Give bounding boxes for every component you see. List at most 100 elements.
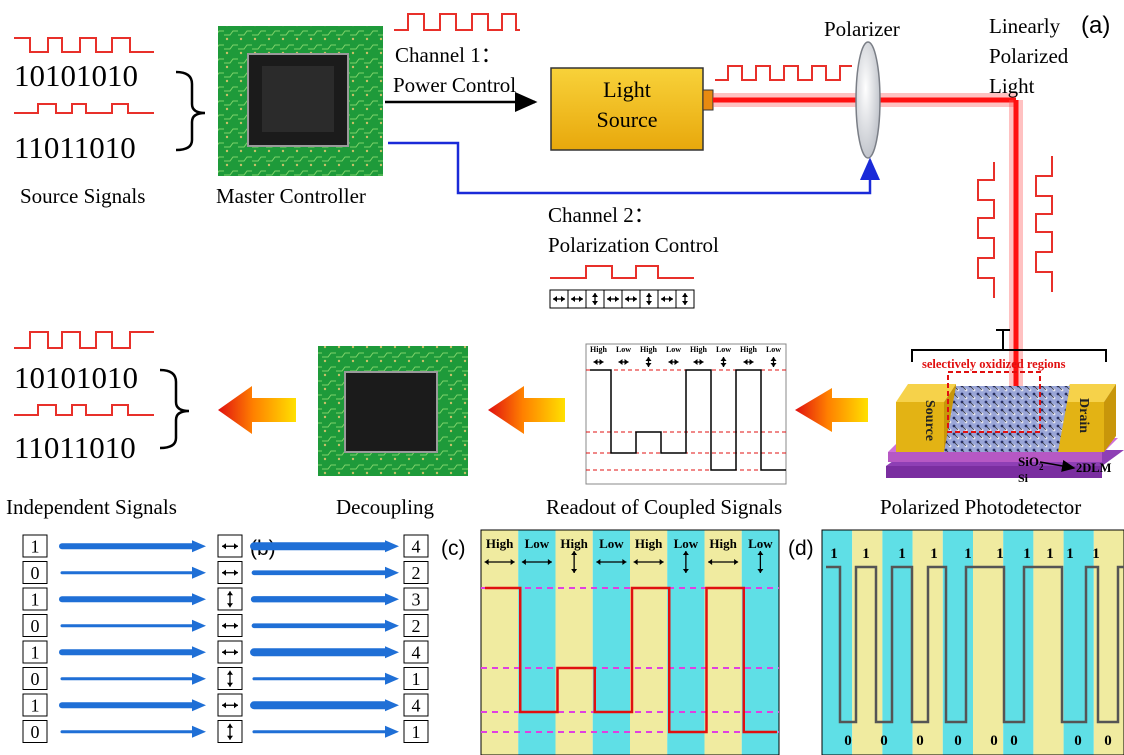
polarized-light-label-1: Linearly bbox=[989, 14, 1061, 38]
input-bit: 0 bbox=[31, 563, 40, 583]
input-bit: 1 bbox=[31, 695, 40, 715]
panel-c-column bbox=[630, 530, 668, 755]
channel2-pol-horizontal-icon bbox=[661, 296, 673, 302]
sio2-label: SiO bbox=[1018, 454, 1039, 469]
polarization-vertical-icon bbox=[227, 670, 233, 687]
polarized-light-label-2: Polarized bbox=[989, 44, 1069, 68]
output-level-box bbox=[403, 640, 429, 664]
polarization-vertical-icon bbox=[227, 723, 233, 740]
polarized-light-label-3: Light bbox=[989, 74, 1035, 98]
panel-c-pol-horizontal-icon bbox=[708, 559, 739, 565]
decoded-one: 1 bbox=[930, 546, 938, 562]
decoded-zero: 0 bbox=[880, 733, 888, 749]
readout-pol-icon bbox=[593, 359, 604, 365]
state-label: Low bbox=[748, 536, 773, 551]
panel-c-column bbox=[481, 530, 519, 755]
readout-state-label: High bbox=[740, 345, 757, 354]
flow-arrow-3 bbox=[218, 386, 296, 434]
cpu-chip-icon-2 bbox=[344, 371, 438, 453]
output-level-box bbox=[403, 561, 429, 584]
input-bit-box bbox=[22, 693, 48, 717]
panel-c-label: (c) bbox=[441, 537, 466, 560]
source-waveform-2 bbox=[14, 103, 154, 114]
input-bit: 1 bbox=[31, 536, 40, 556]
input-bit: 1 bbox=[31, 589, 40, 609]
readout-pol-icon bbox=[720, 357, 727, 367]
channel1-title: Channel 1： bbox=[395, 43, 502, 67]
readout-pol-icon bbox=[693, 359, 704, 365]
panel-c-pol-vertical-icon bbox=[571, 551, 578, 573]
oxidized-regions-label: selectively oxidized regions bbox=[922, 357, 1066, 371]
output-level: 1 bbox=[412, 722, 421, 742]
readout-pol-icon bbox=[743, 359, 754, 365]
output-level-box bbox=[403, 534, 429, 558]
channel2-pol-vertical-icon bbox=[646, 293, 652, 305]
input-bit-box bbox=[22, 720, 48, 743]
input-bit: 0 bbox=[31, 616, 40, 636]
decoupling-caption: Decoupling bbox=[336, 495, 434, 519]
output-level: 2 bbox=[412, 616, 421, 636]
output-level-box bbox=[403, 720, 429, 743]
state-label: Low bbox=[525, 536, 550, 551]
flow-arrow-2 bbox=[488, 386, 565, 434]
photodetector-device: selectively oxidized regions Source Drai… bbox=[880, 329, 1124, 519]
channel2-pol-horizontal-icon bbox=[553, 296, 565, 302]
decoded-one: 1 bbox=[1092, 546, 1100, 562]
light-source: Light Source bbox=[550, 67, 714, 151]
source-signals-caption: Source Signals bbox=[20, 184, 145, 208]
state-label: Low bbox=[674, 536, 699, 551]
output-level-box bbox=[403, 587, 429, 611]
decoded-one: 1 bbox=[1023, 546, 1031, 562]
polarization-horizontal-icon bbox=[222, 543, 238, 550]
polarizer-caption: Polarizer bbox=[824, 17, 900, 41]
channel2-pol-horizontal-icon bbox=[625, 296, 637, 302]
master-controller: Master Controller bbox=[216, 26, 383, 208]
polarization-horizontal-icon bbox=[222, 569, 238, 576]
panel-c-pol-vertical-icon bbox=[682, 551, 689, 573]
input-bit-box bbox=[22, 640, 48, 664]
decoded-one: 1 bbox=[996, 546, 1004, 562]
polarization-horizontal-icon bbox=[222, 649, 238, 656]
2d-lattice-icon bbox=[944, 386, 1070, 452]
channel1-subtitle: Power Control bbox=[393, 73, 516, 97]
panel-c-pol-horizontal-icon bbox=[484, 559, 515, 565]
decoded-zero: 0 bbox=[1104, 733, 1112, 749]
photodetector-caption: Polarized Photodetector bbox=[880, 495, 1081, 519]
state-label: High bbox=[486, 536, 514, 551]
input-bit-box bbox=[22, 561, 48, 584]
channel2-pol-horizontal-icon bbox=[571, 296, 583, 302]
panel-c-pol-vertical-icon bbox=[757, 551, 764, 573]
channel2-title: Channel 2： bbox=[548, 203, 655, 227]
panel-c-frame bbox=[480, 529, 780, 755]
readout-state-label: High bbox=[640, 345, 657, 354]
independent-signals: 10101010 11011010 Independent Signals bbox=[6, 331, 190, 519]
photocurrent-trace bbox=[485, 586, 777, 734]
vertical-waveform-2 bbox=[1035, 156, 1053, 292]
channel2-pol-vertical-icon bbox=[592, 293, 598, 305]
decoded-zero: 0 bbox=[916, 733, 924, 749]
panel-d-column bbox=[973, 530, 1004, 755]
panel-c-column bbox=[518, 530, 556, 755]
state-label: High bbox=[560, 536, 588, 551]
source-signal-1: 10101010 bbox=[14, 58, 138, 93]
channel2-wire bbox=[388, 141, 880, 195]
decoded-one: 1 bbox=[862, 546, 870, 562]
drain-electrode-label: Drain bbox=[1076, 398, 1091, 433]
output-level-box bbox=[403, 693, 429, 717]
modulated-waveform bbox=[715, 65, 852, 81]
input-bit: 0 bbox=[31, 669, 40, 689]
independent-signal-1: 10101010 bbox=[14, 360, 138, 395]
decoded-waveform bbox=[826, 565, 1124, 724]
polarization-vertical-icon bbox=[227, 591, 233, 608]
decoupling-controller: Decoupling bbox=[318, 346, 468, 519]
output-level: 3 bbox=[412, 589, 421, 609]
master-controller-caption: Master Controller bbox=[216, 184, 366, 208]
svg-text:SiO2: SiO2 bbox=[1018, 454, 1044, 472]
output-level: 1 bbox=[412, 669, 421, 689]
readout-state-label: Low bbox=[666, 345, 681, 354]
decoded-one: 1 bbox=[1066, 546, 1074, 562]
polarization-horizontal-icon bbox=[222, 622, 238, 629]
readout-caption: Readout of Coupled Signals bbox=[546, 495, 782, 519]
readout-pol-icon bbox=[668, 359, 679, 365]
